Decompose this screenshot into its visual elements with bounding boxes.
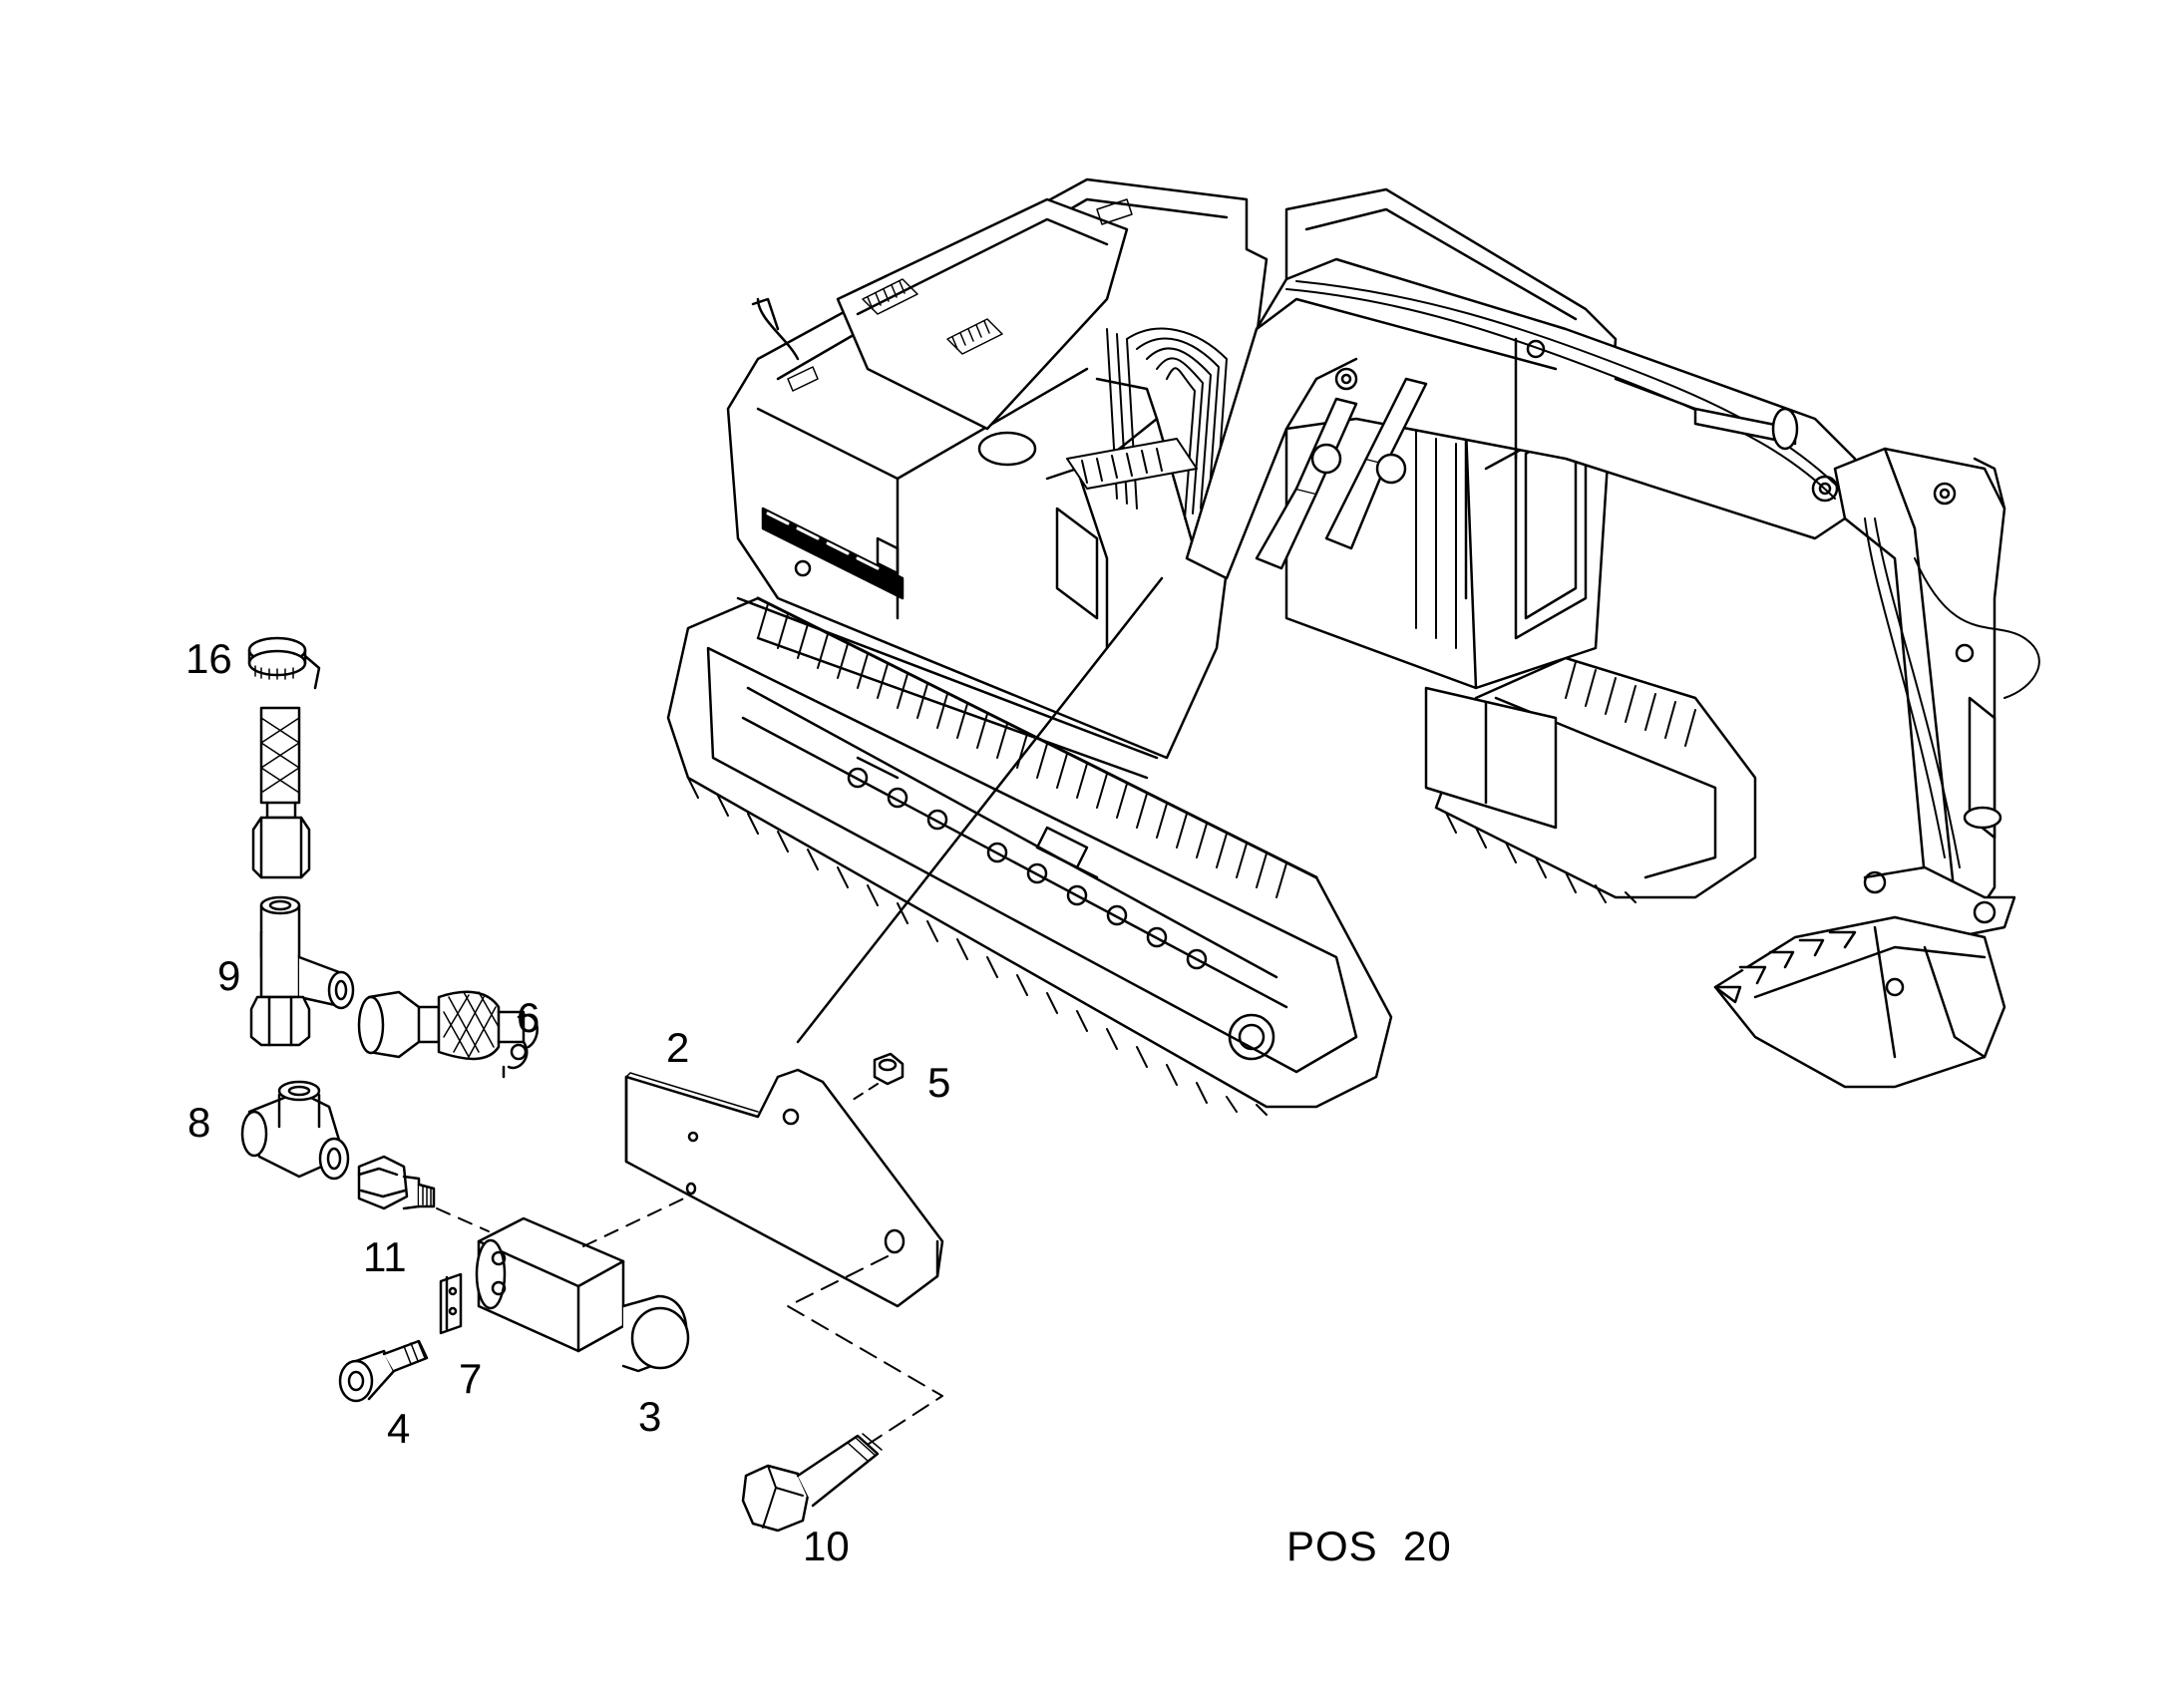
part-8-tee-fitting xyxy=(240,1080,350,1181)
part-11-fitting xyxy=(357,1155,436,1210)
position-label: POS 20 xyxy=(1286,1523,1452,1569)
excavator-illustration xyxy=(666,177,2040,1116)
callout-3: 3 xyxy=(638,1393,662,1440)
part-10-bolt xyxy=(741,1433,883,1533)
callout-16: 16 xyxy=(185,635,232,682)
hose-with-fitting xyxy=(251,706,311,879)
callout-9: 9 xyxy=(217,952,241,999)
callout-4: 4 xyxy=(387,1405,411,1452)
stick-arm xyxy=(1833,447,2040,939)
hose-bundle xyxy=(1066,327,1228,519)
bucket xyxy=(1713,915,2006,1089)
leader-line xyxy=(796,576,1164,1044)
callout-2: 2 xyxy=(666,1024,690,1071)
right-track xyxy=(1424,656,1757,903)
callout-6: 6 xyxy=(517,994,541,1041)
part-9-tee-fitting xyxy=(249,895,355,1047)
part-4-screw xyxy=(338,1339,429,1403)
callout-10: 10 xyxy=(803,1523,850,1569)
upper-house xyxy=(726,177,1269,780)
callout-8: 8 xyxy=(187,1099,211,1146)
part-6-coupling xyxy=(357,990,539,1079)
part-7-plate xyxy=(439,1272,463,1335)
boom-lift-cylinders xyxy=(1255,377,1428,570)
callout-11: 11 xyxy=(363,1233,407,1280)
part-16-hose-clamp xyxy=(247,636,321,690)
callout-5: 5 xyxy=(927,1059,951,1106)
callout-7: 7 xyxy=(459,1355,483,1402)
part-3-pressure-switch xyxy=(475,1216,690,1373)
part-2-bracket xyxy=(624,1068,944,1308)
part-5-nut xyxy=(873,1052,905,1086)
